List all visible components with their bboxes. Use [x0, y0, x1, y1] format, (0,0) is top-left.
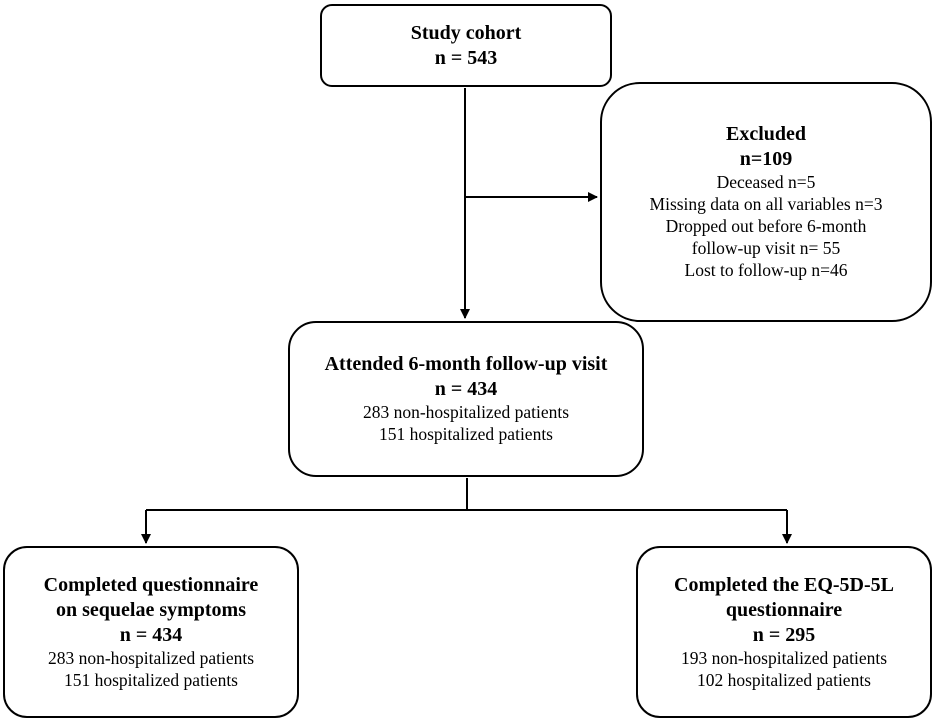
sequelae-detail-hospitalized: 151 hospitalized patients [64, 669, 238, 690]
eq5d-detail-hospitalized: 102 hospitalized patients [697, 669, 871, 690]
attended-detail-non-hospitalized: 283 non-hospitalized patients [362, 402, 570, 423]
attended-title: Attended 6-month follow-up visit [324, 353, 608, 376]
excluded-detail-deceased: Deceased n=5 [716, 172, 816, 193]
eq5d-title: Completed the EQ-5D-5L questionnaire [674, 573, 894, 621]
excluded-detail-follow-up-visit: follow-up visit n= 55 [691, 237, 841, 258]
excluded-detail-dropped-out: Dropped out before 6-month [665, 216, 867, 237]
study-cohort-box: Study cohort n = 543 [320, 4, 612, 87]
excluded-detail-missing-data: Missing data on all variables n=3 [649, 194, 883, 215]
eq5d-detail-non-hospitalized: 193 non-hospitalized patients [680, 647, 888, 668]
attended-detail-hospitalized: 151 hospitalized patients [379, 424, 553, 444]
sequelae-detail-non-hospitalized: 283 non-hospitalized patients [47, 647, 255, 668]
eq5d-count: n = 295 [752, 623, 816, 646]
eq5d-box: Completed the EQ-5D-5L questionnaire n =… [636, 546, 932, 718]
excluded-title: Excluded [725, 123, 807, 146]
sequelae-box: Completed questionnaire on sequelae symp… [3, 546, 299, 718]
study-cohort-count: n = 543 [434, 46, 498, 69]
excluded-box: Excluded n=109 Deceased n=5 Missing data… [600, 82, 932, 322]
attended-box: Attended 6-month follow-up visit n = 434… [288, 321, 644, 477]
study-cohort-title: Study cohort [410, 21, 522, 44]
excluded-count: n=109 [739, 148, 793, 171]
attended-count: n = 434 [434, 378, 498, 401]
excluded-detail-lost: Lost to follow-up n=46 [684, 259, 848, 280]
sequelae-title: Completed questionnaire on sequelae symp… [43, 573, 259, 621]
sequelae-count: n = 434 [119, 623, 183, 646]
